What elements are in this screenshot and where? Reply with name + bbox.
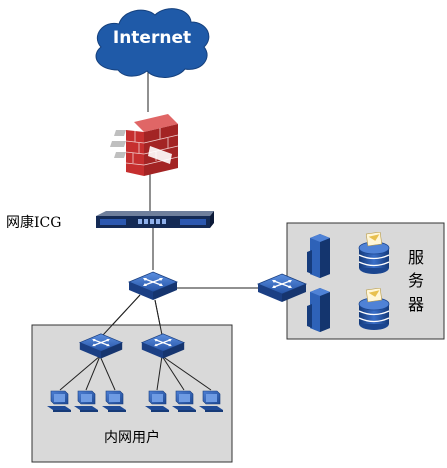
server-panel: 服 务 器 [286, 222, 445, 340]
internet-cloud: Internet [95, 8, 210, 78]
icg-label: 网康ICG [6, 214, 61, 231]
server-tower-icon [307, 288, 330, 332]
cloud-shape [95, 8, 210, 78]
firewall-icon [110, 114, 179, 176]
server-label-char: 务 [408, 271, 424, 290]
icg-appliance [96, 211, 214, 228]
server-label-char: 器 [408, 295, 424, 314]
core-switch-icon [128, 271, 178, 301]
server-label-char: 服 [408, 248, 424, 267]
internal-links [59, 294, 212, 391]
server-tower-icon [307, 234, 330, 278]
internal-users-label: 内网用户 [104, 429, 160, 446]
cloud-label: Internet [113, 28, 191, 48]
